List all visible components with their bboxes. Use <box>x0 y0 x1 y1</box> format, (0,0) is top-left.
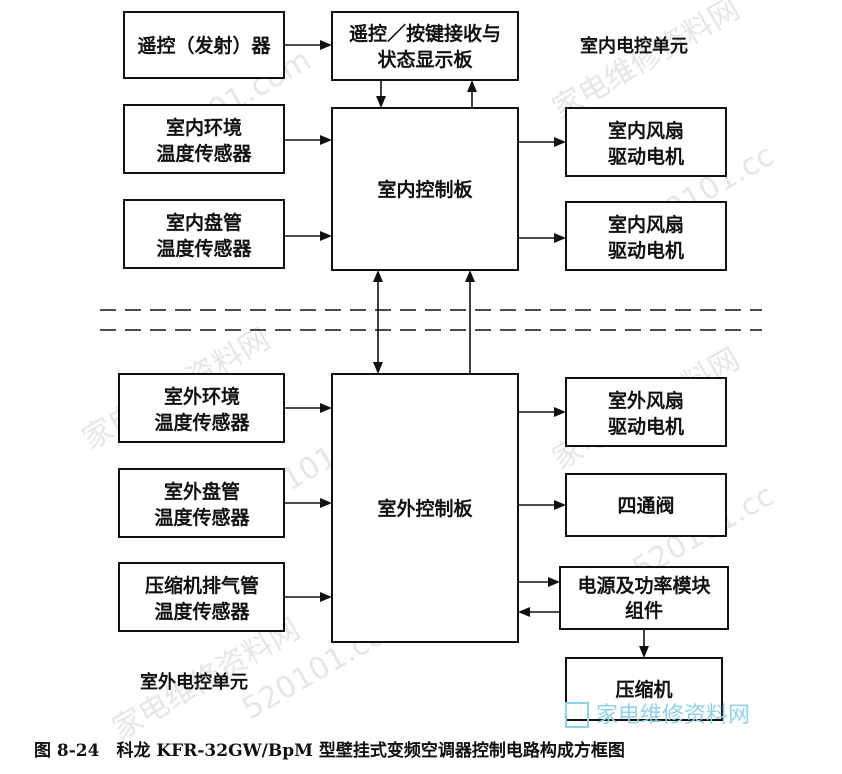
box-outdoor-ambient-sensor-line1: 室外环境 <box>164 385 240 408</box>
arrowhead <box>554 407 566 417</box>
box-indoor-fan-motor-1-line1: 室内风扇 <box>608 119 684 142</box>
arrowhead <box>373 362 383 374</box>
arrowhead <box>465 270 475 282</box>
box-indoor-ambient-sensor-line1: 室内环境 <box>166 116 242 139</box>
box-compressor: 压缩机 <box>565 657 723 721</box>
box-outdoor-ambient-sensor-line2: 温度传感器 <box>154 411 250 434</box>
box-receiver-display-line2: 状态显示板 <box>377 48 473 71</box>
box-indoor-coil-sensor: 室内盘管 温度传感器 <box>123 199 285 269</box>
box-outdoor-coil-sensor-line1: 室外盘管 <box>164 480 240 503</box>
box-receiver-display-line1: 遥控／按键接收与 <box>349 22 501 45</box>
arrowhead <box>320 231 332 241</box>
box-remote-transmitter: 遥控（发射）器 <box>123 11 285 79</box>
box-discharge-pipe-sensor: 压缩机排气管 温度传感器 <box>118 562 285 632</box>
box-power-module: 电源及功率模块 组件 <box>559 566 729 630</box>
box-power-module-line1: 电源及功率模块 <box>577 574 711 597</box>
box-outdoor-control-board-text: 室外控制板 <box>377 497 473 520</box>
arrowhead <box>639 646 649 658</box>
connector-lines <box>284 40 649 658</box>
box-indoor-ambient-sensor: 室内环境 温度传感器 <box>123 104 285 174</box>
box-indoor-fan-motor-1-line2: 驱动电机 <box>608 145 684 168</box>
box-indoor-coil-sensor-line1: 室内盘管 <box>166 211 242 234</box>
arrowhead <box>554 500 566 510</box>
box-indoor-fan-motor-2-line1: 室内风扇 <box>608 213 684 236</box>
box-outdoor-coil-sensor: 室外盘管 温度传感器 <box>118 468 285 538</box>
box-indoor-coil-sensor-line2: 温度传感器 <box>156 237 252 260</box>
box-outdoor-ambient-sensor: 室外环境 温度传感器 <box>118 373 285 443</box>
outdoor-unit-label: 室外电控单元 <box>140 671 248 693</box>
box-indoor-ambient-sensor-line2: 温度传感器 <box>156 142 252 165</box>
arrowhead <box>373 270 383 282</box>
box-outdoor-fan-motor-line2: 驱动电机 <box>608 415 684 438</box>
box-outdoor-fan-motor: 室外风扇 驱动电机 <box>565 377 727 447</box>
box-remote-transmitter-text: 遥控（发射）器 <box>137 34 271 57</box>
indoor-unit-label: 室内电控单元 <box>580 35 688 57</box>
arrowhead <box>320 40 332 50</box>
box-indoor-fan-motor-1: 室内风扇 驱动电机 <box>565 107 727 177</box>
box-indoor-fan-motor-2-line2: 驱动电机 <box>608 239 684 262</box>
box-outdoor-coil-sensor-line2: 温度传感器 <box>154 506 250 529</box>
box-indoor-fan-motor-2: 室内风扇 驱动电机 <box>565 201 727 271</box>
arrowhead <box>320 135 332 145</box>
arrowhead <box>518 607 530 617</box>
box-compressor-text: 压缩机 <box>615 678 672 701</box>
box-indoor-control-board: 室内控制板 <box>331 107 519 271</box>
box-power-module-line2: 组件 <box>625 599 663 622</box>
box-outdoor-control-board: 室外控制板 <box>331 373 519 643</box>
brand-watermark-text: 家电维修资料网 <box>596 703 750 728</box>
box-four-way-valve: 四通阀 <box>565 473 727 537</box>
arrowhead <box>548 577 560 587</box>
box-outdoor-fan-motor-line1: 室外风扇 <box>608 389 684 412</box>
box-receiver-display: 遥控／按键接收与 状态显示板 <box>331 11 519 81</box>
arrowhead <box>467 80 477 92</box>
arrowhead <box>554 233 566 243</box>
arrowhead <box>320 498 332 508</box>
brand-watermark: 家电维修资料网 <box>565 702 750 728</box>
figure-caption: 图 8-24 科龙 KFR-32GW/BpM 型壁挂式变频空调器控制电路构成方框… <box>34 740 625 761</box>
box-indoor-control-board-text: 室内控制板 <box>377 178 473 201</box>
arrowhead <box>376 96 386 108</box>
box-discharge-pipe-sensor-line1: 压缩机排气管 <box>145 574 259 597</box>
arrowhead <box>320 592 332 602</box>
box-discharge-pipe-sensor-line2: 温度传感器 <box>154 600 250 623</box>
arrowhead <box>320 403 332 413</box>
brand-logo-icon <box>565 702 589 728</box>
box-four-way-valve-text: 四通阀 <box>617 494 674 517</box>
arrowhead <box>554 137 566 147</box>
